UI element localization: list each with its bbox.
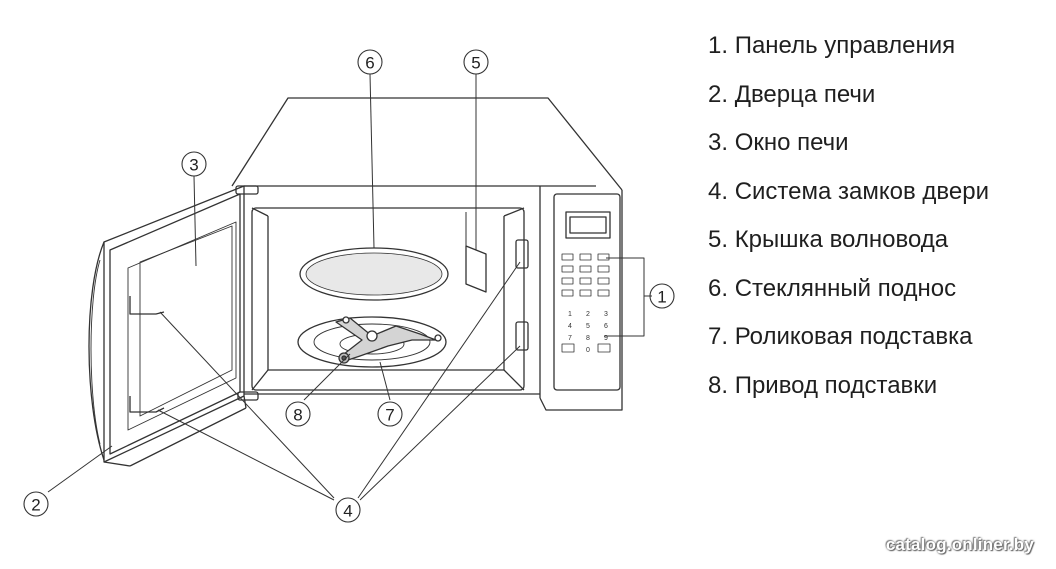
legend-label: Стеклянный поднос bbox=[734, 274, 957, 302]
legend-label: Панель управления bbox=[734, 32, 956, 59]
microwave-diagram: 1 2 3 4 5 6 7 8 9 0 1 2 3 4 5 6 7 8 bbox=[23, 49, 675, 523]
callout-1: 1 bbox=[657, 288, 666, 307]
callout-6: 6 bbox=[365, 54, 374, 73]
callout-5: 5 bbox=[471, 54, 480, 73]
key-0: 0 bbox=[586, 347, 590, 354]
legend-item: 1. Панель управления bbox=[708, 22, 989, 71]
legend-item: 5. Крышка волновода bbox=[708, 216, 989, 265]
door-lock-slot-lower bbox=[515, 321, 529, 351]
legend-number: 8. bbox=[708, 371, 729, 399]
legend-number: 3. bbox=[708, 129, 729, 156]
keypad: 1 2 3 4 5 6 7 8 9 0 bbox=[568, 311, 608, 354]
door-lock-hooks bbox=[129, 296, 165, 413]
legend-number: 7. bbox=[708, 323, 729, 350]
legend-label: Привод подставки bbox=[734, 371, 938, 399]
callout-2: 2 bbox=[31, 496, 40, 515]
legend-label: Система замков двери bbox=[734, 177, 989, 205]
legend-item: 3. Окно печи bbox=[708, 119, 989, 168]
callout-circles bbox=[23, 49, 675, 523]
key-1: 1 bbox=[568, 311, 572, 318]
glass-tray bbox=[299, 247, 449, 301]
legend-item: 6. Стеклянный поднос bbox=[708, 265, 989, 314]
waveguide-cover bbox=[465, 245, 487, 293]
key-7: 7 bbox=[568, 335, 572, 342]
key-2: 2 bbox=[586, 311, 590, 318]
key-4: 4 bbox=[568, 323, 572, 330]
callout-7: 7 bbox=[385, 406, 394, 425]
turntable-drive bbox=[338, 352, 350, 364]
legend-label: Окно печи bbox=[734, 129, 849, 156]
key-8: 8 bbox=[586, 335, 590, 342]
roller-ring bbox=[297, 316, 447, 368]
leader-lines bbox=[47, 73, 652, 501]
legend-label: Крышка волновода bbox=[734, 226, 949, 253]
key-6: 6 bbox=[604, 323, 608, 330]
microwave-body bbox=[231, 97, 623, 411]
legend-number: 1. bbox=[708, 32, 729, 59]
oven-door bbox=[88, 185, 259, 467]
legend-item: 4. Система замков двери bbox=[708, 168, 989, 217]
parts-legend: 1. Панель управления 2. Дверца печи 3. О… bbox=[708, 22, 989, 410]
key-9: 9 bbox=[604, 335, 608, 342]
watermark: catalog.onliner.by bbox=[885, 535, 1034, 554]
control-panel bbox=[553, 193, 621, 391]
callout-4: 4 bbox=[343, 502, 352, 521]
legend-number: 6. bbox=[708, 274, 729, 302]
legend-number: 4. bbox=[708, 177, 729, 205]
callout-3: 3 bbox=[189, 156, 198, 175]
door-lock-slot-upper bbox=[515, 239, 529, 269]
legend-label: Роликовая подставка bbox=[734, 323, 973, 350]
legend-item: 8. Привод подставки bbox=[708, 362, 989, 411]
legend-label: Дверца печи bbox=[734, 80, 876, 108]
legend-item: 7. Роликовая подставка bbox=[708, 313, 989, 362]
key-5: 5 bbox=[586, 323, 590, 330]
legend-number: 5. bbox=[708, 226, 729, 253]
legend-number: 2. bbox=[708, 80, 729, 108]
legend-item: 2. Дверца печи bbox=[708, 71, 989, 120]
callout-8: 8 bbox=[293, 406, 302, 425]
key-3: 3 bbox=[604, 311, 608, 318]
